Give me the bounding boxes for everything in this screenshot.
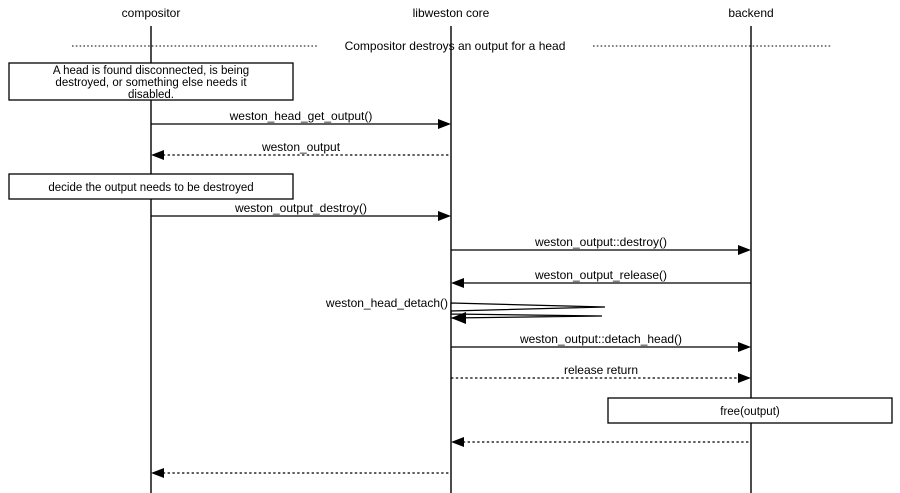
note-decide-destroy-box — [8, 173, 294, 200]
message-label-weston-output-release: weston_output_release() — [534, 268, 667, 282]
arrow-head-left-backend-return — [451, 437, 464, 447]
arrow-head-self-weston-head-detach — [451, 312, 466, 324]
note-head-disconnected-line-2: destroyed, or something else needs it — [55, 77, 247, 89]
note-decide-destroy: decide the output needs to be destroyed — [8, 173, 294, 200]
note-head-disconnected-box — [8, 62, 294, 101]
message-weston-head-get-output: weston_head_get_output() — [151, 109, 451, 129]
self-call-loop-weston-head-detach — [450, 302, 606, 319]
arrow-head-right-weston-output-detach-head — [738, 342, 751, 352]
note-free-output-line-1: free(output) — [720, 406, 780, 418]
message-label-release-return: release return — [564, 363, 638, 377]
message-label-weston-head-get-output: weston_head_get_output() — [229, 109, 373, 123]
note-decide-destroy-line-1: decide the output needs to be destroyed — [48, 182, 253, 194]
note-head-disconnected: A head is found disconnected, is being d… — [8, 62, 294, 101]
arrow-head-right-release-return — [738, 373, 751, 383]
arrow-head-left-core-return-to-compositor — [151, 468, 164, 478]
message-weston-output-detach-head: weston_output::detach_head() — [451, 332, 751, 352]
message-label-weston-output-detach-head: weston_output::detach_head() — [519, 332, 682, 346]
message-core-return-to-compositor — [151, 468, 451, 478]
message-weston-output-backend-destroy: weston_output::destroy() — [451, 235, 751, 255]
message-label-weston-output-backend-destroy: weston_output::destroy() — [534, 235, 667, 249]
message-weston-output-release: weston_output_release() — [451, 268, 751, 288]
arrow-head-right-weston-output-backend-destroy — [738, 245, 751, 255]
message-weston-output-return: weston_output — [151, 140, 451, 160]
arrow-head-left-weston-output-release — [451, 278, 464, 288]
message-backend-return — [451, 437, 751, 447]
message-weston-output-destroy: weston_output_destroy() — [151, 201, 451, 221]
message-weston-head-detach: weston_head_detach() — [325, 296, 606, 324]
message-label-weston-output-return: weston_output — [261, 140, 341, 154]
note-free-output: free(output) — [607, 397, 893, 424]
lifeline-label-compositor: compositor — [122, 6, 181, 20]
lifeline-label-libweston-core: libweston core — [413, 6, 490, 20]
message-label-weston-output-destroy: weston_output_destroy() — [234, 201, 367, 215]
note-head-disconnected-line-1: A head is found disconnected, is being — [53, 65, 249, 77]
message-label-weston-head-detach: weston_head_detach() — [325, 296, 448, 310]
lifeline-label-backend: backend — [728, 6, 773, 20]
arrow-head-right-weston-output-destroy — [438, 211, 451, 221]
note-head-disconnected-line-3: disabled. — [128, 89, 174, 101]
divider-label: Compositor destroys an output for a head — [345, 39, 566, 53]
section-divider: Compositor destroys an output for a head — [72, 39, 832, 53]
message-release-return: release return — [451, 363, 751, 383]
arrow-head-right-weston-head-get-output — [438, 119, 451, 129]
arrow-head-left-weston-output-return — [151, 150, 164, 160]
note-free-output-box — [607, 397, 893, 424]
lifeline-headers: compositor libweston core backend — [122, 6, 774, 20]
